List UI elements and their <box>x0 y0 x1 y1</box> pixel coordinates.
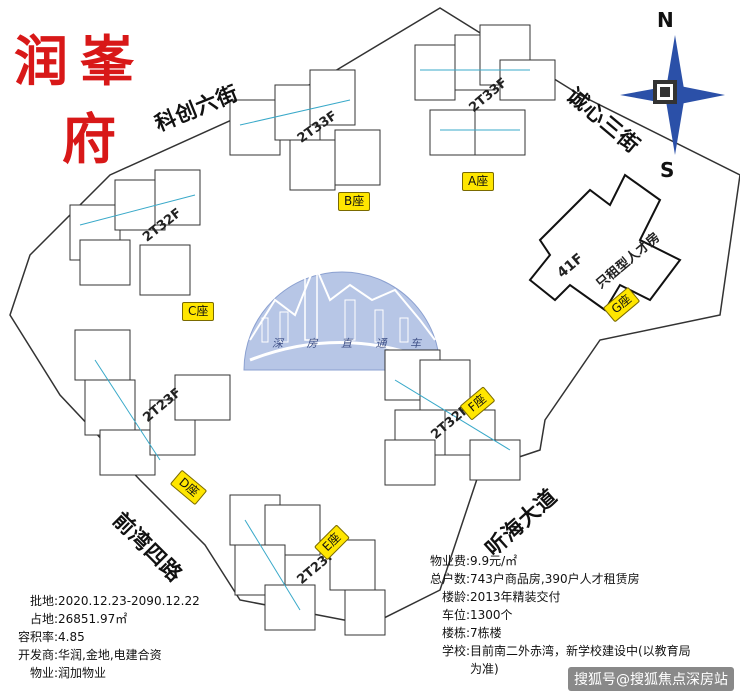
info-row: 车位:1300个 <box>441 608 513 622</box>
project-info-left: 批地:2020.12.23-2090.12.22 占地:26851.97㎡ 容积… <box>0 592 200 682</box>
logo-text: 深 房 直 通 车 <box>272 337 431 350</box>
logo-emblem <box>243 262 441 371</box>
title-char-3: 府 <box>62 107 116 171</box>
badge-building-C: C座 <box>182 302 215 321</box>
compass-rose <box>620 35 725 155</box>
site-boundary <box>9 7 740 626</box>
info-row: 占地:26851.97㎡ <box>29 612 128 626</box>
info-row: 总户数:743户商品房,390户人才租赁房 <box>429 572 640 586</box>
info-row: 学校:目前南二外赤湾，新学校建设中(以教育局 <box>441 644 691 658</box>
building-C-plan <box>69 169 201 296</box>
building-G-plan <box>528 173 682 312</box>
info-row: 物业:润加物业 <box>29 666 107 680</box>
title-char-2: 峯 <box>80 29 134 93</box>
info-row: 批地:2020.12.23-2090.12.22 <box>29 594 200 608</box>
building-A-plan <box>414 24 556 156</box>
info-row: 开发商:华润,金地,电建合资 <box>17 648 162 662</box>
info-row: 楼栋:7栋楼 <box>441 626 502 640</box>
compass-south: S <box>660 158 675 182</box>
building-D-plan <box>74 329 231 476</box>
badge-building-A: A座 <box>462 172 495 191</box>
building-B-plan <box>229 69 381 191</box>
source-watermark: 搜狐号@搜狐焦点深房站 <box>568 667 734 691</box>
project-info-right: 物业费:9.9元/㎡ 总户数:743户商品房,390户人才租赁房 楼龄:2013… <box>410 552 691 678</box>
info-row: 楼龄:2013年精装交付 <box>441 590 561 604</box>
title-char-1: 润 <box>14 29 68 93</box>
building-E-plan <box>229 494 386 636</box>
info-row: 为准) <box>470 662 499 676</box>
info-row: 容积率:4.85 <box>17 630 85 644</box>
building-F-plan <box>384 349 521 486</box>
compass-north: N <box>657 8 674 32</box>
badge-building-B: B座 <box>338 192 371 211</box>
info-row: 物业费:9.9元/㎡ <box>429 554 518 568</box>
